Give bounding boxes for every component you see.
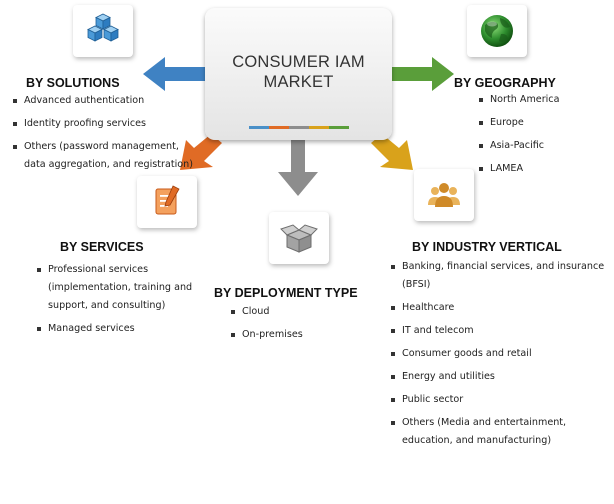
- industry-heading: BY INDUSTRY VERTICAL: [412, 240, 562, 254]
- list-item: North America: [478, 91, 598, 109]
- geography-list: North America Europe Asia-Pacific LAMEA: [478, 91, 598, 183]
- services-icon-box: [137, 176, 197, 228]
- globe-icon: [481, 15, 513, 47]
- list-item: Cloud: [230, 303, 360, 321]
- center-market-box: CONSUMER IAM MARKET: [205, 8, 392, 140]
- open-box-icon: [280, 224, 318, 253]
- list-item: Banking, financial services, and insuran…: [390, 258, 608, 294]
- arrow-services: [180, 134, 222, 170]
- list-item: Managed services: [36, 320, 206, 338]
- list-item: Energy and utilities: [390, 368, 608, 386]
- deployment-list: Cloud On-premises: [230, 303, 360, 349]
- list-item: Professional services (implementation, t…: [36, 261, 206, 315]
- color-bar-5: [329, 126, 349, 129]
- people-icon: [428, 183, 460, 207]
- color-bar-3: [289, 126, 309, 129]
- solutions-heading: BY SOLUTIONS: [26, 76, 120, 90]
- color-bar-1: [249, 126, 269, 129]
- arrow-industry: [371, 134, 413, 170]
- market-title-line-2: MARKET: [263, 73, 334, 91]
- geography-heading: BY GEOGRAPHY: [454, 76, 556, 90]
- arrow-geography: [392, 57, 454, 91]
- list-item: IT and telecom: [390, 322, 608, 340]
- list-item: Others (password management, data aggreg…: [12, 138, 202, 174]
- list-item: Others (Media and entertainment, educati…: [390, 414, 608, 450]
- cubes-icon: [87, 13, 119, 42]
- industry-icon-box: [414, 169, 474, 221]
- list-item: On-premises: [230, 326, 360, 344]
- list-item: Asia-Pacific: [478, 137, 598, 155]
- list-item: Public sector: [390, 391, 608, 409]
- list-item: Healthcare: [390, 299, 608, 317]
- deployment-icon-box: [269, 212, 329, 264]
- list-item: LAMEA: [478, 160, 598, 178]
- arrow-solutions: [143, 57, 205, 91]
- deployment-heading: BY DEPLOYMENT TYPE: [214, 286, 358, 300]
- solutions-list: Advanced authentication Identity proofin…: [12, 92, 202, 179]
- list-item: Consumer goods and retail: [390, 345, 608, 363]
- services-heading: BY SERVICES: [60, 240, 144, 254]
- market-title: CONSUMER IAM MARKET: [205, 52, 392, 92]
- document-pen-icon: [155, 185, 180, 215]
- list-item: Advanced authentication: [12, 92, 202, 110]
- services-list: Professional services (implementation, t…: [36, 261, 206, 343]
- geography-icon-box: [467, 5, 527, 57]
- industry-list: Banking, financial services, and insuran…: [390, 258, 608, 455]
- list-item: Europe: [478, 114, 598, 132]
- solutions-icon-box: [73, 5, 133, 57]
- list-item: Identity proofing services: [12, 115, 202, 133]
- color-bar-4: [309, 126, 329, 129]
- color-bar-2: [269, 126, 289, 129]
- arrow-deployment: [278, 140, 318, 196]
- market-title-line-1: CONSUMER IAM: [232, 53, 365, 71]
